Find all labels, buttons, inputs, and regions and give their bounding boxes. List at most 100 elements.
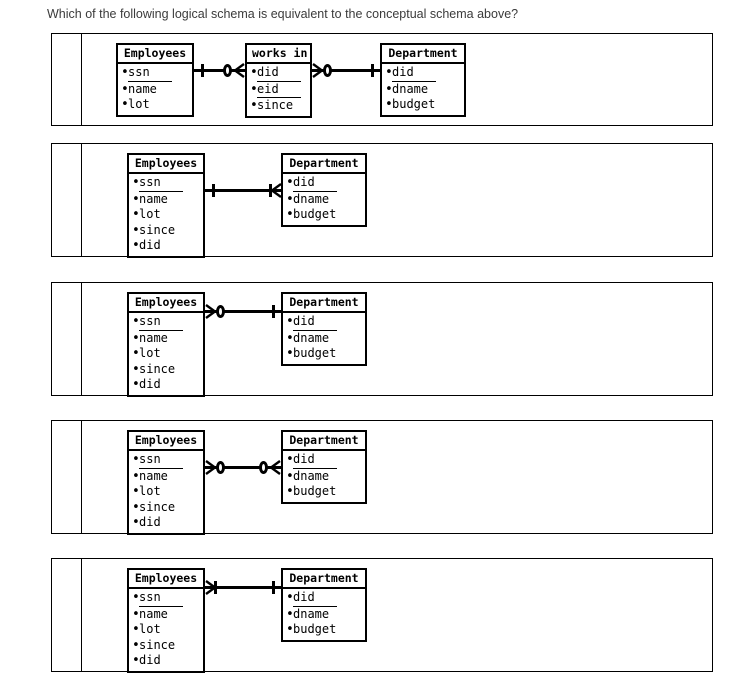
- bullet-icon: •: [286, 484, 294, 499]
- relationship-line: [312, 69, 380, 72]
- bullet-icon: •: [286, 191, 294, 207]
- attribute-row: •name: [132, 606, 168, 622]
- cardinality-many-crowsfoot-icon: [205, 304, 216, 319]
- bullet-icon: •: [250, 65, 258, 80]
- entity-attributes: •did •dname •budget: [283, 174, 365, 225]
- entity-department: Department •did •dname •budget: [281, 292, 367, 366]
- attribute-row: •did: [247, 65, 310, 82]
- attribute-row: •name: [132, 330, 168, 346]
- bullet-icon: •: [132, 314, 140, 329]
- cardinality-zero-ring-icon: [223, 64, 232, 77]
- answer-option-a[interactable]: Employees •ssn •name •lot works in •did …: [51, 33, 713, 126]
- bullet-icon: •: [132, 175, 140, 190]
- entity-title: Employees: [129, 294, 203, 313]
- relationship-line: [205, 466, 281, 469]
- answer-option-c[interactable]: Employees •ssn •name •lot •since •did De…: [51, 282, 713, 397]
- attribute-row: •eid: [247, 81, 310, 98]
- relationship-line: [205, 310, 281, 313]
- entity-attributes: •ssn •name •lot: [118, 64, 192, 115]
- attribute-row: •ssn: [129, 175, 203, 192]
- attribute-row: •since: [250, 98, 294, 113]
- entity-department: Department •did •dname •budget: [281, 568, 367, 642]
- attribute-row: •name: [132, 191, 168, 207]
- entity-title: Department: [283, 294, 365, 313]
- attribute-row: •since: [132, 637, 176, 653]
- cardinality-many-crowsfoot-icon: [271, 183, 282, 198]
- entity-attributes: •ssn •name •lot •since •did: [129, 313, 203, 395]
- option-c-radio-gutter[interactable]: [52, 283, 82, 395]
- attribute-row: •dname: [286, 191, 330, 207]
- bullet-icon: •: [250, 81, 258, 97]
- attribute-row: •did: [132, 377, 161, 392]
- entity-title: works in: [247, 45, 310, 64]
- attribute-row: •budget: [385, 97, 436, 112]
- cardinality-one-bar-icon: [272, 305, 275, 318]
- attribute-row: •dname: [286, 468, 330, 484]
- option-b-diagram: Employees •ssn •name •lot •since •did De…: [83, 144, 712, 258]
- attribute-row: •name: [132, 468, 168, 484]
- cardinality-one-bar-icon: [201, 64, 204, 77]
- entity-attributes: •did •dname •budget: [283, 313, 365, 364]
- entity-title: Department: [283, 155, 365, 174]
- option-a-radio-gutter[interactable]: [52, 34, 82, 125]
- bullet-icon: •: [286, 606, 294, 622]
- attribute-row: •budget: [286, 622, 337, 637]
- attribute-row: •did: [382, 65, 464, 82]
- bullet-icon: •: [286, 175, 294, 190]
- option-d-diagram: Employees •ssn •name •lot •since •did De…: [83, 421, 712, 535]
- bullet-icon: •: [132, 499, 140, 515]
- answer-option-e[interactable]: Employees •ssn •name •lot •since •did De…: [51, 558, 713, 673]
- bullet-icon: •: [132, 361, 140, 377]
- cardinality-many-crowsfoot-icon: [270, 460, 281, 475]
- bullet-icon: •: [286, 330, 294, 346]
- option-d-radio-gutter[interactable]: [52, 421, 82, 533]
- bullet-icon: •: [132, 452, 140, 467]
- attribute-row: •lot: [121, 97, 150, 112]
- entity-employees: Employees •ssn •name •lot •since •did: [127, 430, 205, 535]
- bullet-icon: •: [385, 97, 393, 112]
- bullet-icon: •: [132, 590, 140, 605]
- cardinality-one-bar-icon: [214, 581, 217, 594]
- attribute-row: •budget: [286, 484, 337, 499]
- entity-employees: Employees •ssn •name •lot •since •did: [127, 153, 205, 258]
- option-b-radio-gutter[interactable]: [52, 144, 82, 256]
- attribute-row: •did: [283, 175, 365, 192]
- cardinality-zero-ring-icon: [259, 461, 268, 474]
- bullet-icon: •: [286, 590, 294, 605]
- bullet-icon: •: [132, 238, 140, 253]
- attribute-row: •ssn: [118, 65, 192, 82]
- bullet-icon: •: [132, 484, 140, 499]
- bullet-icon: •: [286, 207, 294, 222]
- relationship-line: [205, 586, 281, 589]
- entity-employees: Employees •ssn •name •lot: [116, 43, 194, 117]
- entity-attributes: •ssn •name •lot •since •did: [129, 589, 203, 671]
- bullet-icon: •: [132, 515, 140, 530]
- bullet-icon: •: [132, 191, 140, 207]
- attribute-row: •ssn: [129, 314, 203, 331]
- cardinality-one-bar-icon: [272, 581, 275, 594]
- entity-title: Employees: [118, 45, 192, 64]
- answer-option-b[interactable]: Employees •ssn •name •lot •since •did De…: [51, 143, 713, 258]
- bullet-icon: •: [121, 65, 129, 80]
- attribute-row: •budget: [286, 346, 337, 361]
- bullet-icon: •: [132, 330, 140, 346]
- entity-employees: Employees •ssn •name •lot •since •did: [127, 568, 205, 673]
- bullet-icon: •: [132, 606, 140, 622]
- attribute-row: •did: [283, 590, 365, 607]
- entity-attributes: •ssn •name •lot •since •did: [129, 174, 203, 256]
- cardinality-zero-ring-icon: [323, 64, 332, 77]
- bullet-icon: •: [132, 222, 140, 238]
- cardinality-zero-ring-icon: [216, 305, 225, 318]
- attribute-row: •did: [283, 452, 365, 469]
- bullet-icon: •: [385, 65, 393, 80]
- bullet-icon: •: [132, 346, 140, 361]
- answer-option-d[interactable]: Employees •ssn •name •lot •since •did De…: [51, 420, 713, 535]
- option-c-diagram: Employees •ssn •name •lot •since •did De…: [83, 283, 712, 397]
- entity-works-in: works in •did •eid •since: [245, 43, 312, 118]
- option-e-radio-gutter[interactable]: [52, 559, 82, 671]
- bullet-icon: •: [132, 377, 140, 392]
- entity-title: Department: [283, 432, 365, 451]
- relationship-line: [205, 189, 281, 192]
- attribute-row: •lot: [132, 484, 161, 499]
- attribute-row: •did: [283, 314, 365, 331]
